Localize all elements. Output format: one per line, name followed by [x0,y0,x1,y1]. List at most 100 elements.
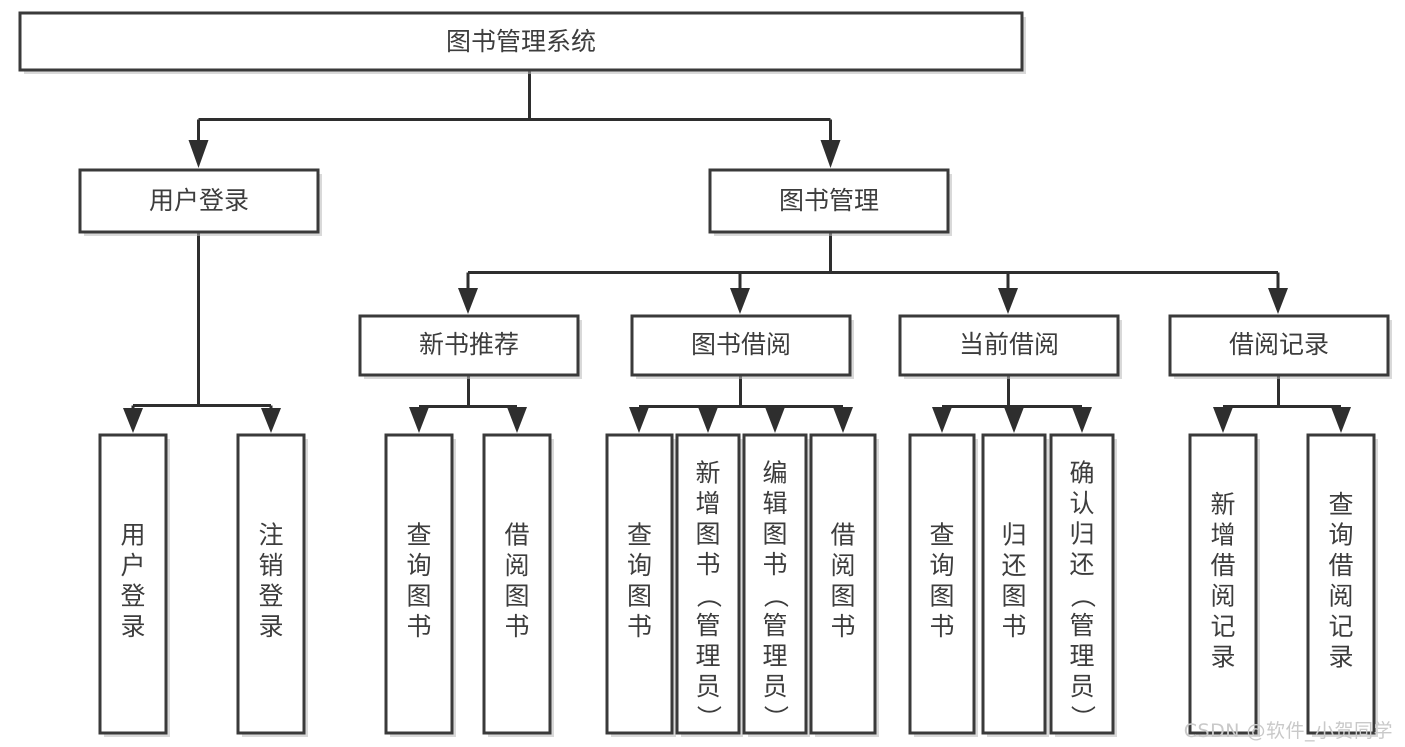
leaf-query-book-2-char: 图 [627,582,652,611]
node-current-borrow-label: 当前借阅 [959,330,1059,359]
leaf-query-book-3-box[interactable] [908,433,976,735]
leaf-query-book-2-char: 查 [627,521,652,550]
leaf-add-book-char: 新 [695,459,720,488]
leaf-confirm-return-char: （ [1068,583,1097,608]
leaf-query-book-3-char: 询 [929,551,954,580]
leaf-edit-book-char: 辑 [762,489,787,518]
node-current-borrow-box[interactable] [898,314,1120,377]
node-user-login[interactable]: 用户登录 [78,168,322,236]
connector-group-root [188,70,841,168]
arrowhead-current-borrow [998,288,1018,314]
leaf-add-book-char: 理 [695,642,720,671]
node-book-manage-box[interactable] [708,168,950,234]
leaf-query-book-2-box[interactable] [605,433,674,735]
leaf-logout-char: 录 [258,612,283,641]
node-root[interactable]: 图书管理系统 [18,11,1026,74]
leaf-user-login-char: 用 [120,521,145,550]
leaf-borrow-book-1-char: 书 [504,612,529,641]
leaf-query-book-3-char: 书 [929,612,954,641]
node-new-book-rec-box[interactable] [358,314,580,377]
leaf-logout-char: 销 [258,551,283,580]
node-root-box[interactable] [18,11,1024,72]
arrowhead-leaf-confirm-return [1072,407,1092,433]
leaf-add-record-char: 新 [1210,490,1235,519]
arrowhead-leaf-user-login [123,408,143,433]
leaf-query-book-2-char: 询 [627,551,652,580]
arrowhead-leaf-query-book-3 [932,407,952,433]
node-book-manage[interactable]: 图书管理 [708,168,952,236]
leaf-query-book-2-char: 书 [627,612,652,641]
node-user-login-box[interactable] [78,168,320,234]
leaf-query-record-char: 借 [1328,551,1353,580]
connector-group-book-manage [458,232,1288,314]
leaf-edit-book-char: 管 [762,611,787,640]
leaf-add-record-char: 借 [1210,551,1235,580]
node-current-borrow[interactable]: 当前借阅 [898,314,1122,379]
leaf-borrow-book-2-box[interactable] [809,433,877,735]
leaf-query-record-char: 阅 [1328,582,1353,611]
node-book-borrow[interactable]: 图书借阅 [630,314,854,379]
arrowhead-leaf-return-book [1004,407,1024,433]
node-book-borrow-label: 图书借阅 [691,330,791,359]
leaf-confirm-return-char: 理 [1069,642,1094,671]
arrowhead-borrow-record [1268,288,1288,314]
leaf-query-book-1-char: 询 [406,551,431,580]
leaf-add-book-box[interactable] [675,433,741,735]
leaf-node-layer: 用户登录注销登录查询图书借阅图书查询图书新增图书（管理员）编辑图书（管理员）借阅… [98,433,1378,737]
leaf-logout-char: 登 [258,582,283,611]
node-borrow-record[interactable]: 借阅记录 [1168,314,1392,379]
leaf-add-record-box[interactable] [1188,433,1258,735]
leaf-confirm-return-char: 归 [1069,520,1094,549]
leaf-return-book-box[interactable] [981,433,1047,735]
leaf-return-book-char: 图 [1001,582,1026,611]
node-book-borrow-box[interactable] [630,314,852,377]
leaf-confirm-return-box[interactable] [1049,433,1115,735]
node-book-manage-label: 图书管理 [779,186,879,215]
arrowhead-leaf-query-book-1 [409,407,429,433]
leaf-query-record-char: 录 [1328,643,1353,672]
arrowhead-book-borrow [730,288,750,314]
node-root-label: 图书管理系统 [446,27,596,56]
leaf-borrow-book-2-char: 阅 [830,551,855,580]
node-borrow-record-box[interactable] [1168,314,1390,377]
leaf-query-book-1-box[interactable] [384,433,454,735]
leaf-borrow-book-2-char: 书 [830,612,855,641]
leaf-user-login-box[interactable] [98,433,168,735]
leaf-edit-book-box[interactable] [742,433,808,735]
leaf-add-record-char: 记 [1210,612,1235,641]
node-borrow-record-label: 借阅记录 [1229,330,1329,359]
connector-group-book-borrow [629,375,853,433]
leaf-borrow-book-1-box[interactable] [482,433,552,735]
leaf-user-login[interactable]: 用户登录 [98,433,170,737]
leaf-query-record-box[interactable] [1306,433,1376,735]
leaf-add-record-char: 阅 [1210,582,1235,611]
leaf-confirm-return-char: 管 [1069,611,1094,640]
node-new-book-rec[interactable]: 新书推荐 [358,314,582,379]
leaf-borrow-book-2-char: 借 [830,521,855,550]
leaf-add-record-char: 录 [1210,643,1235,672]
csdn-watermark: CSDN @软件_小贺同学 [1183,720,1393,742]
leaf-borrow-book-1-char: 阅 [504,551,529,580]
leaf-logout-box[interactable] [236,433,306,735]
connector-group-current-borrow [932,375,1092,433]
